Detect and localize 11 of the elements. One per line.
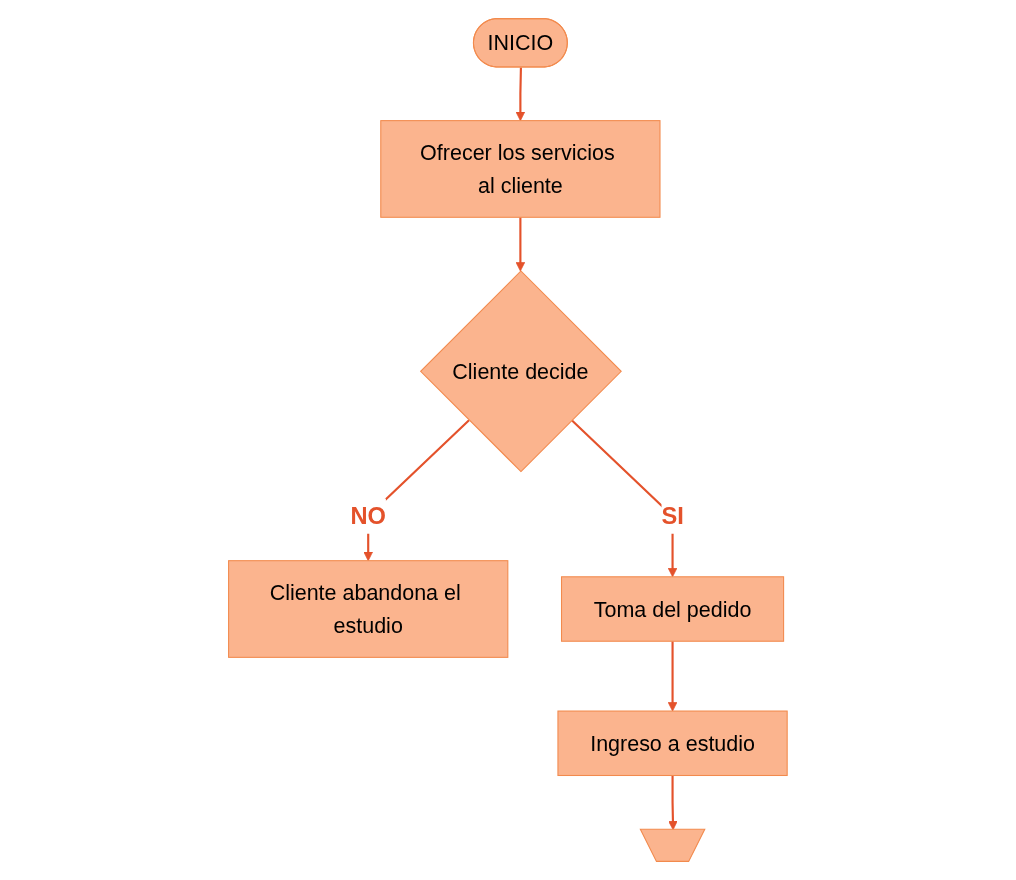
arrow	[515, 67, 526, 122]
edge-label: SI	[661, 502, 684, 530]
node-diamond: Cliente decide	[420, 270, 623, 473]
edge-label: NO	[350, 502, 387, 530]
node-box: Cliente abandona el estudio	[228, 560, 509, 658]
arrow	[667, 641, 678, 712]
arrow	[515, 217, 526, 272]
node-box: Toma del pedido	[561, 576, 785, 642]
node-box: Ofrecer los servicios al cliente	[380, 120, 661, 218]
node-pentagon	[639, 828, 706, 862]
node-box: Ingreso a estudio	[557, 710, 788, 776]
